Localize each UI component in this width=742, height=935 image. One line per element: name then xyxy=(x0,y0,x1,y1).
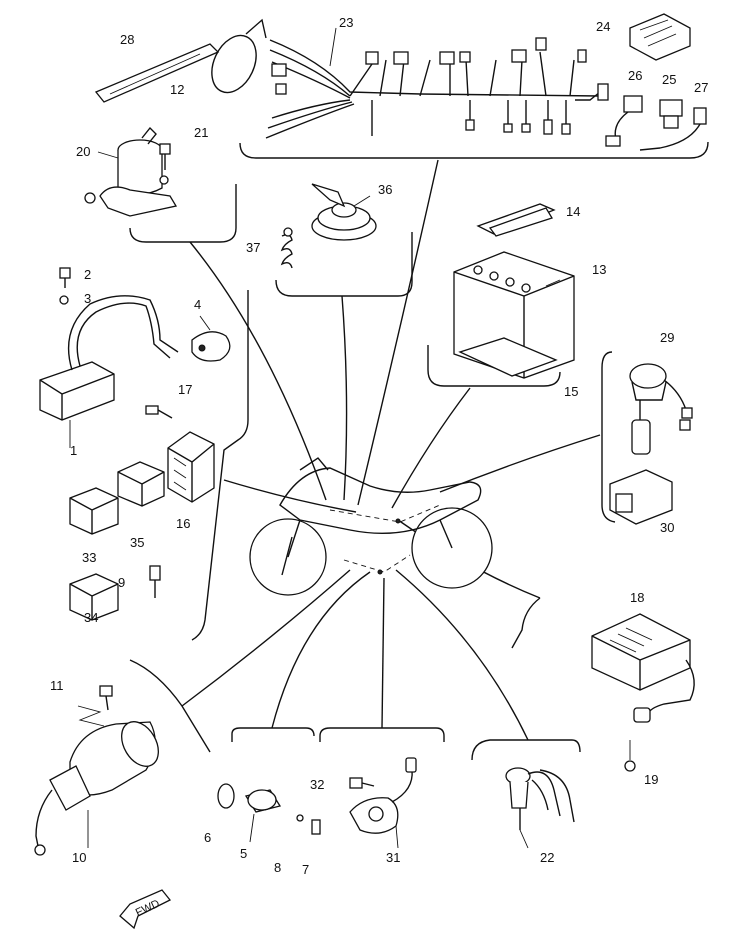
part-number-1: 1 xyxy=(70,443,77,458)
part-number-16: 16 xyxy=(176,516,190,531)
plug-cap xyxy=(191,315,231,362)
screw-2 xyxy=(59,267,71,288)
part-number-36: 36 xyxy=(378,182,392,197)
leader-relays xyxy=(223,479,357,513)
part-number-33: 33 xyxy=(82,550,96,565)
part-number-8: 8 xyxy=(274,860,281,875)
leader-main-switch xyxy=(189,241,327,501)
leader-horn xyxy=(341,295,348,501)
part-number-29: 29 xyxy=(660,330,674,345)
part-number-37: 37 xyxy=(246,240,260,255)
battery-band xyxy=(476,203,556,237)
part-number-25: 25 xyxy=(662,72,676,87)
part-number-6: 6 xyxy=(204,830,211,845)
part-number-19: 19 xyxy=(644,772,658,787)
neutral-switch xyxy=(244,789,282,843)
washer-3 xyxy=(59,295,69,305)
part-number-3: 3 xyxy=(84,291,91,306)
fwd-arrow-icon: FWD xyxy=(119,889,172,930)
part-number-7: 7 xyxy=(302,862,309,877)
spring-37 xyxy=(280,227,293,269)
connector-25 xyxy=(659,99,683,129)
bolt-11 xyxy=(77,685,113,727)
part-number-28: 28 xyxy=(120,32,134,47)
part-number-14: 14 xyxy=(566,204,580,219)
leader-stop xyxy=(395,569,529,741)
leader-neutral xyxy=(271,571,371,729)
bracket-oil xyxy=(319,727,445,742)
bracket-main-switch xyxy=(129,184,237,243)
bolt-17 xyxy=(145,405,173,419)
bracket-harness xyxy=(239,141,709,159)
cable-strap xyxy=(94,43,220,103)
part-number-11: 11 xyxy=(50,678,64,693)
part-number-20: 20 xyxy=(76,144,90,159)
battery-pad xyxy=(458,337,558,377)
relay-34 xyxy=(69,573,119,621)
relay-35 xyxy=(117,461,165,507)
part-number-17: 17 xyxy=(178,382,192,397)
leader-starter xyxy=(181,569,351,707)
leader-harness xyxy=(357,159,439,506)
fuse-27 xyxy=(639,107,707,151)
screw-7 xyxy=(311,819,321,835)
screw-21 xyxy=(159,143,171,185)
leader-battery xyxy=(391,387,471,509)
bracket-fuse-holder xyxy=(601,351,616,523)
part-number-13: 13 xyxy=(592,262,606,277)
part-number-2: 2 xyxy=(84,267,91,282)
bracket-neutral xyxy=(231,727,315,742)
gasket-6 xyxy=(217,783,235,809)
flasher-relay-24 xyxy=(629,13,691,61)
oil-level-switch xyxy=(349,757,417,849)
part-number-21: 21 xyxy=(194,125,208,140)
main-switch xyxy=(84,126,178,217)
bracket-stop-switch xyxy=(471,739,581,761)
ignition-coil xyxy=(39,295,179,448)
fuse-holder xyxy=(629,363,693,455)
bracket-cdi xyxy=(511,597,541,649)
connector-30 xyxy=(609,469,673,525)
part-number-26: 26 xyxy=(628,68,642,83)
part-number-18: 18 xyxy=(630,590,644,605)
part-number-31: 31 xyxy=(386,850,400,865)
part-number-24: 24 xyxy=(596,19,610,34)
part-number-10: 10 xyxy=(72,850,86,865)
part-number-22: 22 xyxy=(540,850,554,865)
bolt-32 xyxy=(349,777,375,789)
leader-oil xyxy=(381,577,385,729)
part-number-15: 15 xyxy=(564,384,578,399)
part-number-30: 30 xyxy=(660,520,674,535)
sensor-9 xyxy=(149,565,161,598)
wire-harness xyxy=(265,27,609,139)
part-number-32: 32 xyxy=(310,777,324,792)
part-number-4: 4 xyxy=(194,297,201,312)
stop-switch xyxy=(505,767,575,849)
part-number-9: 9 xyxy=(118,575,125,590)
bracket-left-relays xyxy=(191,290,249,641)
part-number-35: 35 xyxy=(130,535,144,550)
starter-motor xyxy=(34,721,159,856)
bracket-battery xyxy=(427,345,561,387)
bracket-horn xyxy=(275,232,413,297)
cable-tie xyxy=(211,18,267,94)
connector-26 xyxy=(605,95,643,147)
part-number-5: 5 xyxy=(240,846,247,861)
part-number-12: 12 xyxy=(170,82,184,97)
part-number-34: 34 xyxy=(84,610,98,625)
part-number-23: 23 xyxy=(339,15,353,30)
horn xyxy=(311,183,377,241)
rectifier-regulator xyxy=(167,431,215,503)
cdi-unit xyxy=(591,613,695,723)
screw-19 xyxy=(624,740,636,772)
relay-33 xyxy=(69,487,119,535)
part-number-27: 27 xyxy=(694,80,708,95)
washer-8 xyxy=(296,814,304,822)
motorcycle-silhouette xyxy=(249,457,493,596)
